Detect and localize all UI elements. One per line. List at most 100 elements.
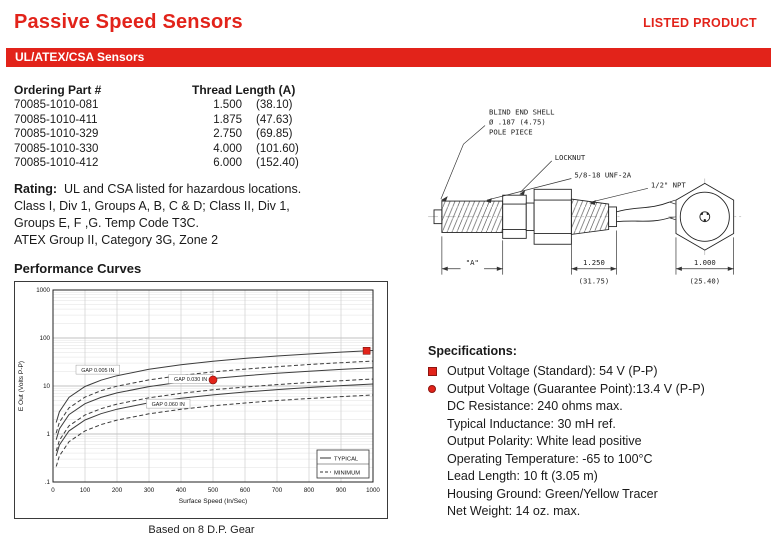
spec-item: Output Voltage (Guarantee Point):13.4 V … [428, 381, 757, 399]
dim-length-mm: (31.75) [579, 276, 610, 285]
spec-item: Output Voltage (Standard): 54 V (P-P) [428, 363, 757, 381]
x-tick-label: 600 [240, 487, 251, 494]
dim-width-mm: (25.40) [690, 276, 721, 285]
curve-label: GAP 0.060 IN [152, 401, 185, 407]
callout-thread-spec: 5/8-18 UNF-2A [574, 171, 631, 180]
y-tick-label: .1 [45, 479, 51, 486]
sensor-technical-drawing: BLIND END SHELL Ø .187 (4.75) POLE PIECE… [428, 108, 742, 286]
leader-lines [440, 125, 734, 275]
section-band: UL/ATEX/CSA Sensors [6, 48, 771, 67]
callout-locknut: LOCKNUT [555, 153, 586, 162]
page-header: Passive Speed Sensors LISTED PRODUCT [14, 10, 757, 34]
cell-part-number: 70085-1010-330 [14, 142, 99, 155]
spec-list: Output Voltage (Standard): 54 V (P-P) Out… [428, 363, 757, 521]
spec-text: Net Weight: 14 oz. max. [447, 504, 581, 518]
front-hex [675, 182, 735, 251]
spec-text: Output Voltage (Guarantee Point):13.4 V … [447, 381, 705, 396]
x-tick-label: 100 [80, 487, 91, 494]
listed-product-label: LISTED PRODUCT [643, 16, 757, 30]
spec-item: Lead Length: 10 ft (3.05 m) [428, 468, 757, 486]
rating-line: Rating: UL and CSA listed for hazardous … [14, 181, 406, 198]
x-tick-label: 200 [112, 487, 123, 494]
x-tick-label: 400 [176, 487, 187, 494]
rating-line: Class I, Div 1, Groups A, B, C & D; Clas… [14, 198, 290, 213]
bullet-spacer [428, 486, 447, 504]
spec-text: Housing Ground: Green/Yellow Tracer [447, 486, 658, 501]
cell-part-number: 70085-1010-329 [14, 128, 99, 140]
rating-line: ATEX Group II, Category 3G, Zone 2 [14, 232, 219, 247]
right-column: BLIND END SHELL Ø .187 (4.75) POLE PIECE… [406, 83, 757, 536]
front-view [668, 178, 742, 256]
ordering-row: 70085-1010-329 2.750 (69.85) [14, 127, 406, 142]
page-title: Passive Speed Sensors [14, 11, 243, 33]
curve-gap-0-030-in-minimum [55, 378, 374, 451]
dim-length-in: 1.250 [583, 258, 605, 267]
square-marker-icon [428, 363, 447, 381]
lead-wire [616, 201, 670, 213]
bullet-spacer [428, 503, 447, 521]
x-tick-label: 700 [272, 487, 283, 494]
lead-wire [616, 217, 670, 223]
cell-thread-inch: 2.750 [213, 128, 242, 140]
cell-part-number: 70085-1010-081 [14, 99, 99, 111]
cell-thread-mm: (69.85) [256, 128, 293, 140]
marker-square [362, 346, 371, 355]
callout-blind-end-shell: BLIND END SHELL [489, 108, 555, 117]
specifications-heading: Specifications: [428, 344, 517, 358]
bullet-spacer [428, 433, 447, 451]
rating-block: Rating: UL and CSA listed for hazardous … [14, 181, 406, 249]
section-band-label: UL/ATEX/CSA Sensors [15, 50, 145, 64]
x-tick-label: 0 [51, 487, 55, 494]
spec-item: Housing Ground: Green/Yellow Tracer [428, 486, 757, 504]
x-tick-label: 500 [208, 487, 219, 494]
cell-part-number: 70085-1010-411 [14, 113, 98, 126]
threaded-shell [441, 200, 504, 233]
cell-thread-mm: (47.63) [256, 113, 293, 126]
circle-marker-icon [428, 381, 447, 399]
cell-thread-mm: (101.60) [256, 142, 299, 155]
bullet-spacer [428, 398, 447, 416]
column-header-part: Ordering Part # [14, 83, 102, 97]
legend-label: MINIMUM [334, 470, 360, 476]
spec-text: Output Polarity: White lead positive [447, 434, 642, 448]
cell-thread-mm: (38.10) [256, 99, 293, 111]
spec-text: Operating Temperature: -65 to 100°C [447, 451, 653, 466]
specifications-block: Specifications: Output Voltage (Standard… [428, 344, 757, 521]
left-column: Ordering Part # Thread Length (A) 70085-… [14, 83, 406, 536]
performance-curves-heading: Performance Curves [14, 260, 142, 276]
curve-gap-0-005-in-minimum [55, 360, 374, 433]
curve-gap-0-005-in-typical [55, 349, 374, 423]
curve-label: GAP 0.005 IN [81, 367, 114, 373]
callout-pole-piece: POLE PIECE [489, 127, 533, 136]
curve-gap-0-060-in-minimum [55, 394, 374, 467]
x-axis-title: Surface Speed (In/Sec) [179, 498, 248, 505]
bullet-spacer [428, 416, 447, 434]
spec-item: Output Polarity: White lead positive [428, 433, 757, 451]
marker-circle [208, 375, 218, 384]
cell-thread-inch: 4.000 [213, 142, 242, 155]
legend-label: TYPICAL [334, 456, 359, 462]
callout-npt: 1/2" NPT [651, 180, 687, 189]
spec-item: Operating Temperature: -65 to 100°C [428, 451, 757, 469]
side-view [428, 188, 676, 245]
bullet-spacer [428, 468, 447, 486]
x-tick-label: 900 [336, 487, 347, 494]
locknut-hex [502, 194, 527, 239]
drawing-container: BLIND END SHELL Ø .187 (4.75) POLE PIECE… [428, 101, 757, 314]
spec-text: DC Resistance: 240 ohms max. [447, 399, 623, 413]
chart-caption: Based on 8 D.P. Gear [148, 523, 255, 536]
rating-text: UL and CSA listed for hazardous location… [64, 181, 302, 196]
drawing-callouts: BLIND END SHELL Ø .187 (4.75) POLE PIECE… [466, 108, 720, 286]
spec-item: Typical Inductance: 30 mH ref. [428, 416, 757, 434]
ordering-table-header: Ordering Part # Thread Length (A) [14, 83, 406, 98]
x-tick-label: 300 [144, 487, 155, 494]
bullet-spacer [428, 451, 447, 469]
ordering-row: 70085-1010-330 4.000 (101.60) [14, 142, 406, 157]
spec-text: Output Voltage (Standard): 54 V (P-P) [447, 364, 658, 378]
column-header-thread: Thread Length (A) [192, 83, 296, 97]
